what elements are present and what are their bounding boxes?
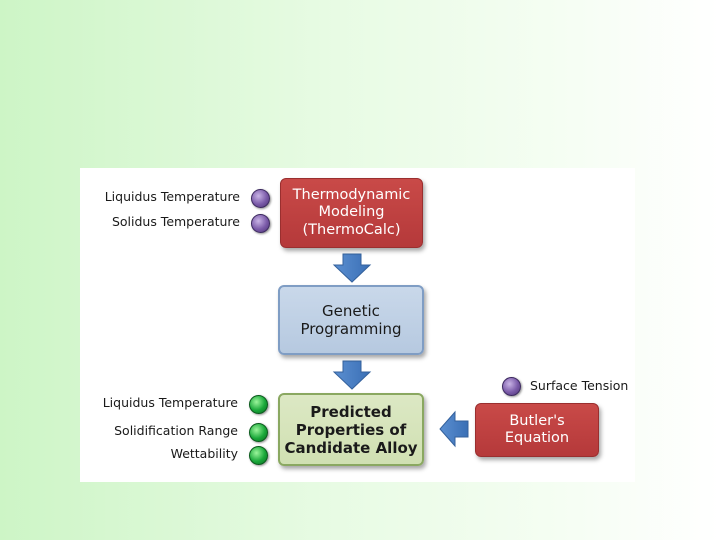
left-arrow-icon [439, 410, 469, 448]
green-dot-icon [249, 423, 268, 442]
purple-dot-icon [251, 189, 270, 208]
genetic-programming-box: Genetic Programming [278, 285, 424, 355]
liquidus-temperature-output-label: Liquidus Temperature [102, 395, 238, 410]
surface-tension-input-label: Surface Tension [530, 378, 629, 393]
green-dot-icon [249, 395, 268, 414]
green-dot-icon [249, 446, 268, 465]
solidus-temperature-input-label: Solidus Temperature [111, 214, 240, 229]
down-arrow-icon [332, 253, 372, 283]
thermodynamic-modeling-box: Thermodynamic Modeling (ThermoCalc) [280, 178, 423, 248]
liquidus-temperature-input-label: Liquidus Temperature [104, 189, 240, 204]
solidification-range-output-label: Solidification Range [114, 423, 238, 438]
predicted-properties-box: Predicted Properties of Candidate Alloy [278, 393, 424, 466]
purple-dot-icon [502, 377, 521, 396]
purple-dot-icon [251, 214, 270, 233]
down-arrow-icon [332, 360, 372, 390]
butlers-equation-box: Butler's Equation [475, 403, 599, 457]
wettability-output-label: Wettability [170, 446, 238, 461]
